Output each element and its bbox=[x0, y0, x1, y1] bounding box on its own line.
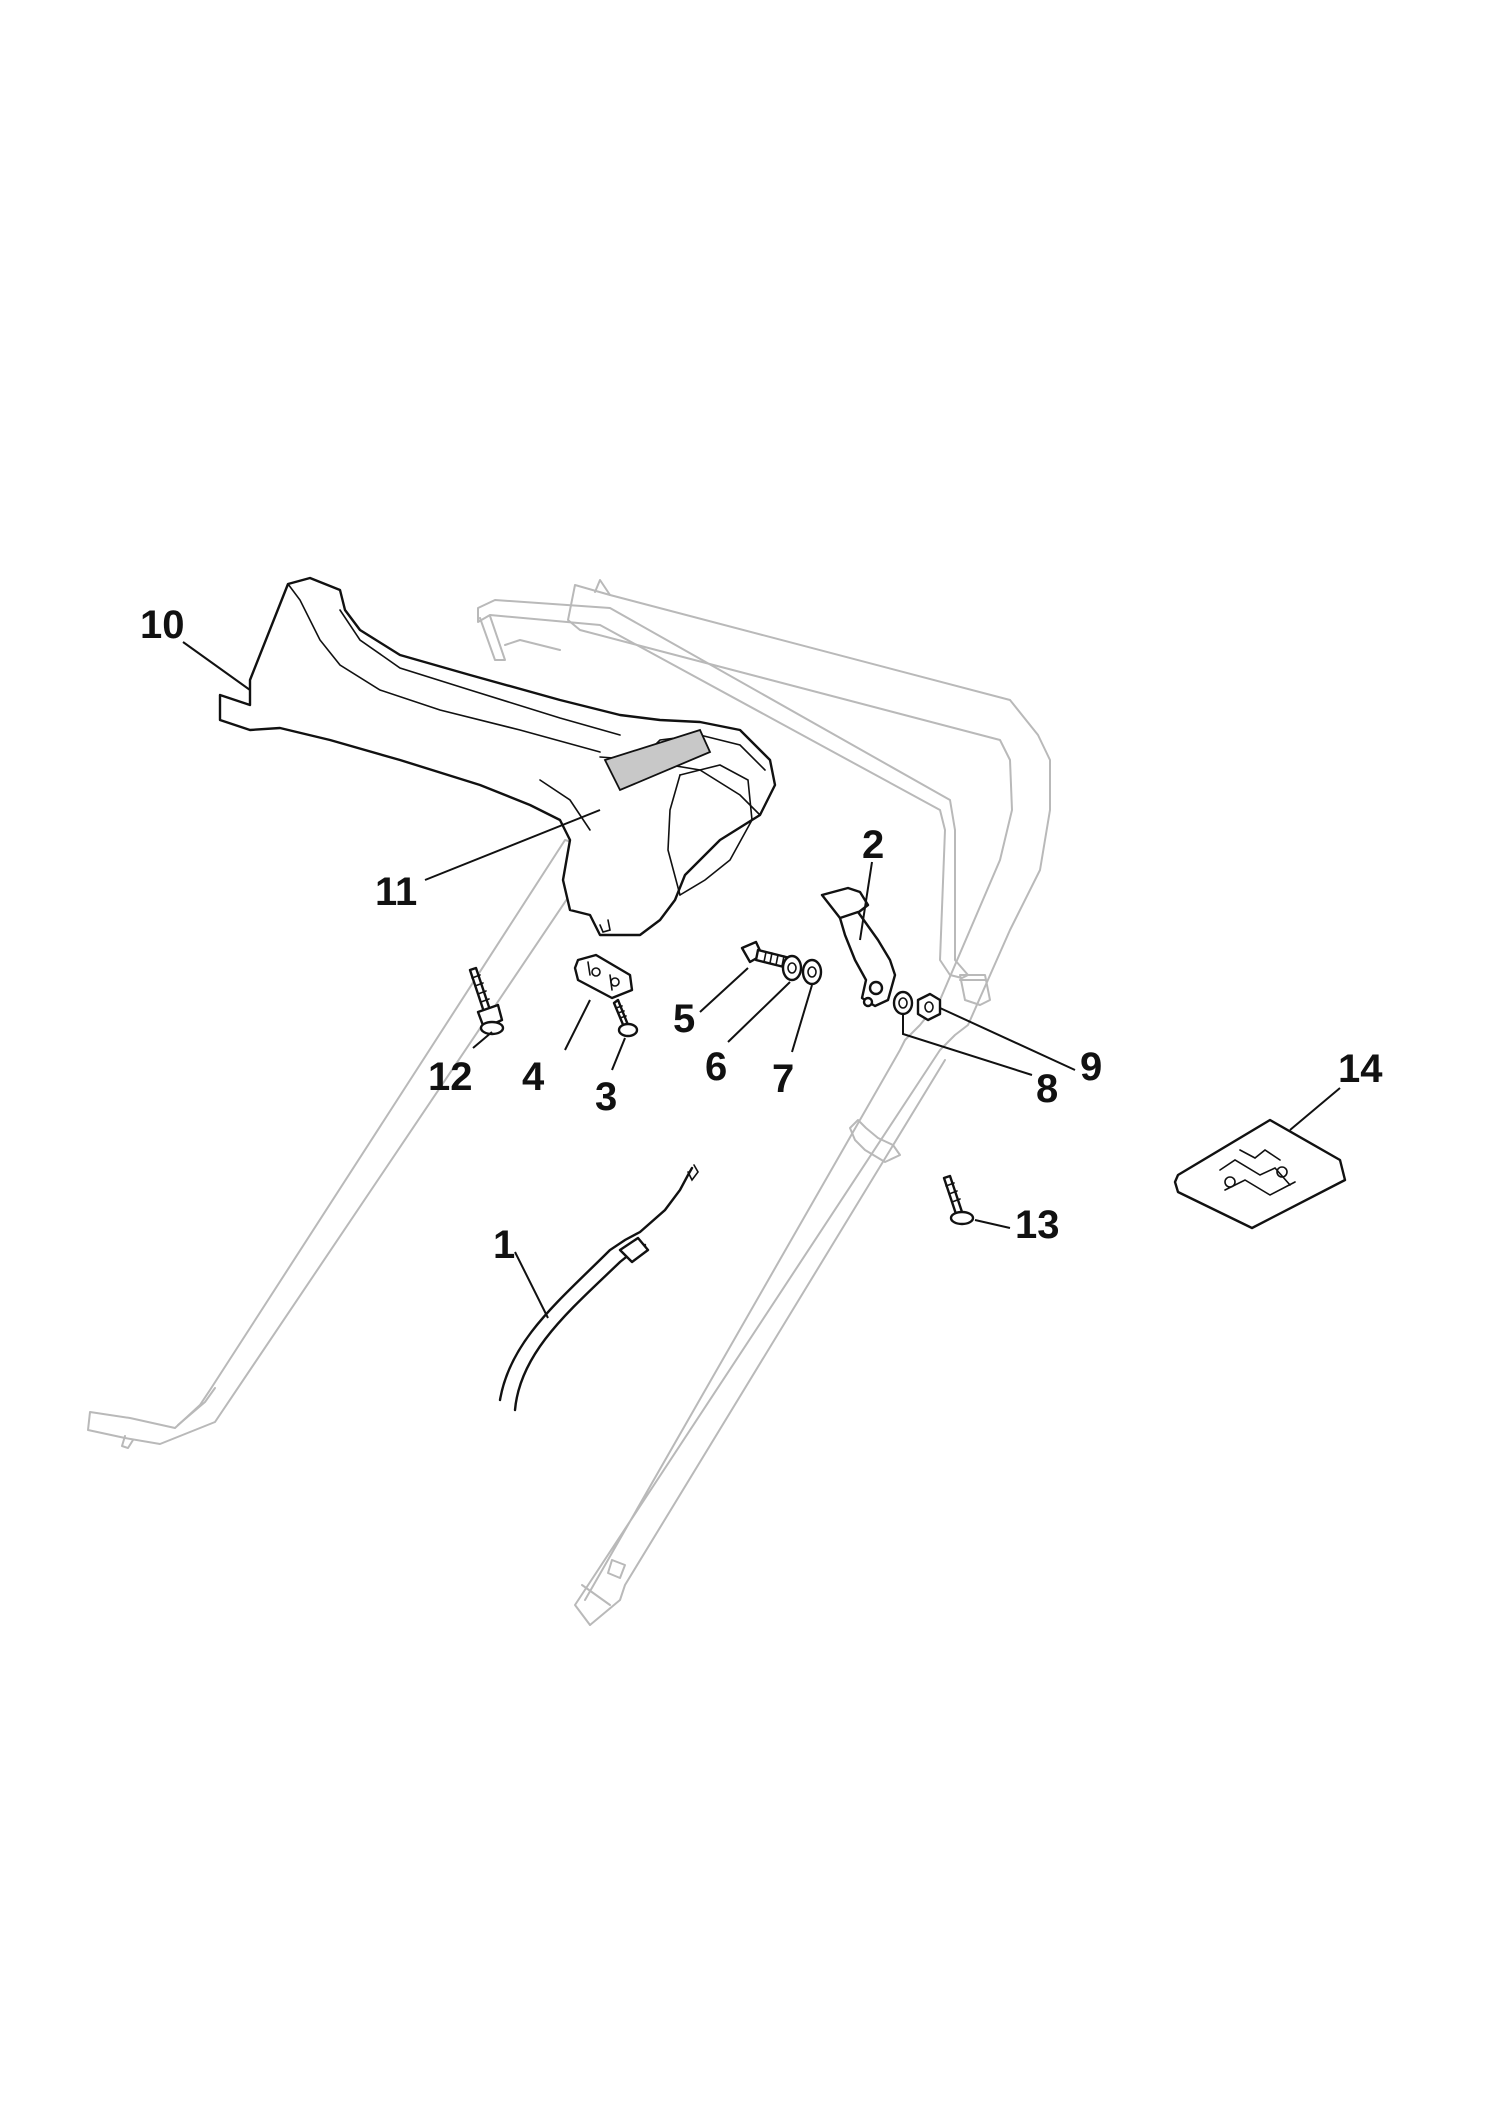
screw-13-part bbox=[942, 1174, 975, 1226]
callout-label-13: 13 bbox=[1015, 1203, 1060, 1247]
callout-label-6: 6 bbox=[705, 1045, 727, 1089]
brake-lever-part bbox=[820, 886, 897, 1008]
callout-label-4: 4 bbox=[522, 1055, 545, 1099]
callout-label-3: 3 bbox=[595, 1075, 617, 1119]
callout-label-9: 9 bbox=[1080, 1045, 1102, 1089]
nut-9-part bbox=[916, 992, 942, 1022]
bracket-part bbox=[573, 953, 634, 1000]
bolt-part bbox=[740, 940, 792, 970]
leader-lines bbox=[182, 641, 1341, 1319]
callout-label-2: 2 bbox=[862, 823, 884, 867]
screw-3-part bbox=[612, 998, 639, 1038]
handle-grip-cover-part bbox=[218, 576, 777, 937]
washer-7-part bbox=[801, 958, 823, 986]
callout-label-10: 10 bbox=[140, 603, 185, 647]
hardware-kit-bag-part bbox=[1173, 1118, 1347, 1230]
washer-8-part bbox=[892, 990, 914, 1016]
callout-labels: 1 2 3 4 5 6 7 8 9 10 11 12 13 14 bbox=[140, 603, 1383, 1267]
washer-6-part bbox=[781, 954, 803, 982]
callout-label-1: 1 bbox=[493, 1223, 515, 1267]
callout-label-5: 5 bbox=[673, 997, 695, 1041]
callout-label-12: 12 bbox=[428, 1055, 473, 1099]
screw-12-part bbox=[468, 966, 505, 1036]
callout-label-8: 8 bbox=[1036, 1067, 1058, 1111]
callout-label-7: 7 bbox=[772, 1057, 794, 1101]
foam-strip bbox=[603, 728, 712, 792]
callout-label-11: 11 bbox=[375, 870, 417, 914]
callout-label-14: 14 bbox=[1338, 1047, 1383, 1091]
brake-cable-part bbox=[498, 1164, 699, 1412]
